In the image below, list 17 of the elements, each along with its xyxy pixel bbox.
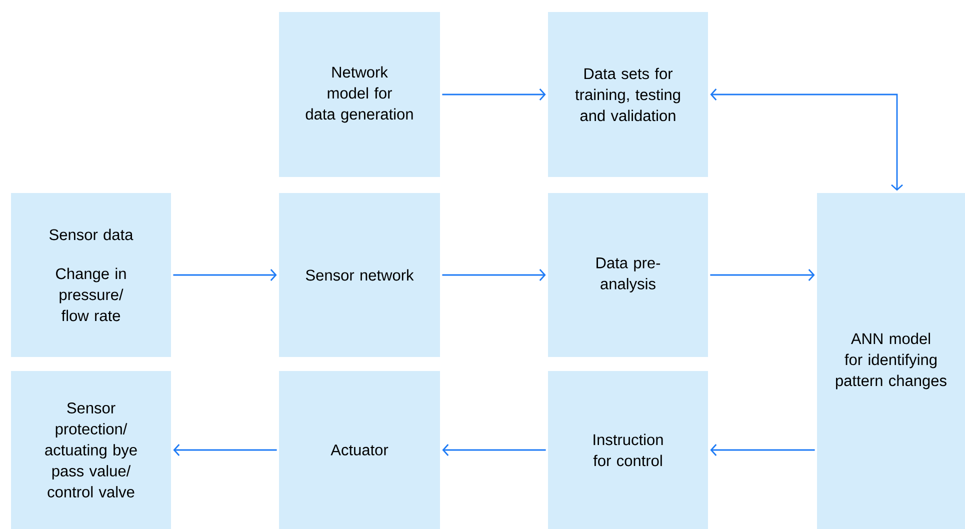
process-box: Network model for data generation [279,12,440,177]
process-box: Actuator [279,371,440,529]
process-box: Sensor network [279,193,440,357]
process-box: Instruction for control [548,371,708,529]
process-box: Sensor protection/ actuating bye pass value/ control valve [11,371,171,529]
process-box: ANN model for identifying pattern changes [817,193,965,529]
arrow [710,269,815,281]
arrow [710,444,815,456]
arrow [442,88,546,100]
arrow [442,269,546,281]
arrow [173,444,277,456]
process-box: Sensor data Change in pressure/ flow rate [11,193,171,357]
arrow [173,269,277,281]
arrow [710,88,903,191]
process-box: Data pre-analysis [548,193,708,357]
process-box: Data sets for training, testing and validation [548,12,708,177]
arrow [442,444,546,456]
